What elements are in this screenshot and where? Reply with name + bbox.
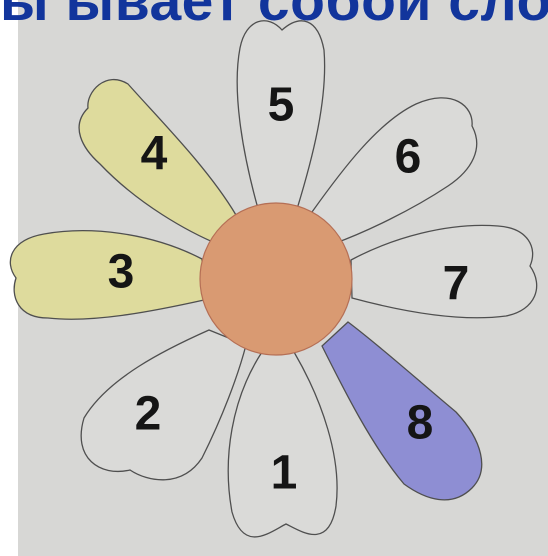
petal-4-number: 4 xyxy=(141,128,168,181)
petal-8-number: 8 xyxy=(407,397,434,450)
petal-8 xyxy=(322,322,482,500)
petal-6-number: 6 xyxy=(395,131,422,184)
petal-1 xyxy=(228,352,337,537)
petal-5-number: 5 xyxy=(268,79,295,132)
petal-7-number: 7 xyxy=(443,258,470,311)
flower-center xyxy=(200,203,352,355)
petal-1-number: 1 xyxy=(271,447,298,500)
petal-2-number: 2 xyxy=(135,388,162,441)
petal-3-number: 3 xyxy=(108,246,135,299)
petal-2 xyxy=(81,330,246,480)
